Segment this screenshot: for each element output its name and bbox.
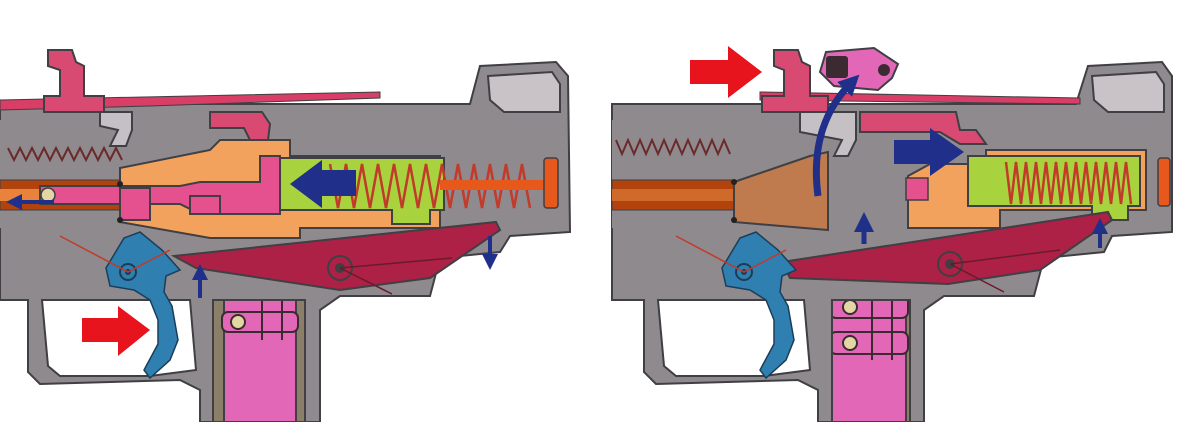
trigger-spring bbox=[675, 235, 787, 273]
motion-arrow-icon bbox=[290, 160, 356, 208]
striker-block bbox=[189, 195, 221, 215]
bolt-face bbox=[905, 177, 929, 201]
right-panel bbox=[611, 46, 1173, 422]
spring-cap bbox=[543, 157, 559, 209]
force-arrow-icon bbox=[690, 46, 762, 98]
cocking-handle bbox=[761, 49, 829, 113]
carrier-recoil-spring bbox=[1004, 161, 1133, 205]
left-panel bbox=[0, 49, 572, 422]
cocking-hook bbox=[799, 111, 857, 157]
motion-arrow-icon bbox=[812, 74, 860, 197]
chambered-round bbox=[40, 187, 56, 203]
firing-pin-housing bbox=[119, 187, 151, 221]
motion-arrow-icon bbox=[894, 128, 964, 176]
sear-lever bbox=[780, 210, 1114, 286]
barrel-bore bbox=[612, 189, 734, 201]
front-spring bbox=[7, 145, 123, 163]
spring-cap bbox=[1157, 157, 1171, 207]
spring-guide-rod bbox=[440, 180, 550, 190]
cocking-hook bbox=[99, 111, 133, 147]
trigger-spring bbox=[59, 235, 171, 273]
force-arrow-icon bbox=[82, 306, 150, 356]
receiver-rear-cap bbox=[1090, 70, 1165, 113]
carrier-recoil-spring bbox=[328, 163, 532, 209]
ejector-block bbox=[859, 111, 988, 145]
sear-spring bbox=[339, 257, 453, 295]
receiver-rear-cap bbox=[486, 70, 561, 113]
cocking-handle bbox=[43, 49, 105, 113]
chamber bbox=[733, 150, 829, 232]
sear-spring bbox=[949, 249, 1061, 293]
ejected-case-icon bbox=[818, 46, 900, 92]
front-spring bbox=[615, 137, 731, 157]
